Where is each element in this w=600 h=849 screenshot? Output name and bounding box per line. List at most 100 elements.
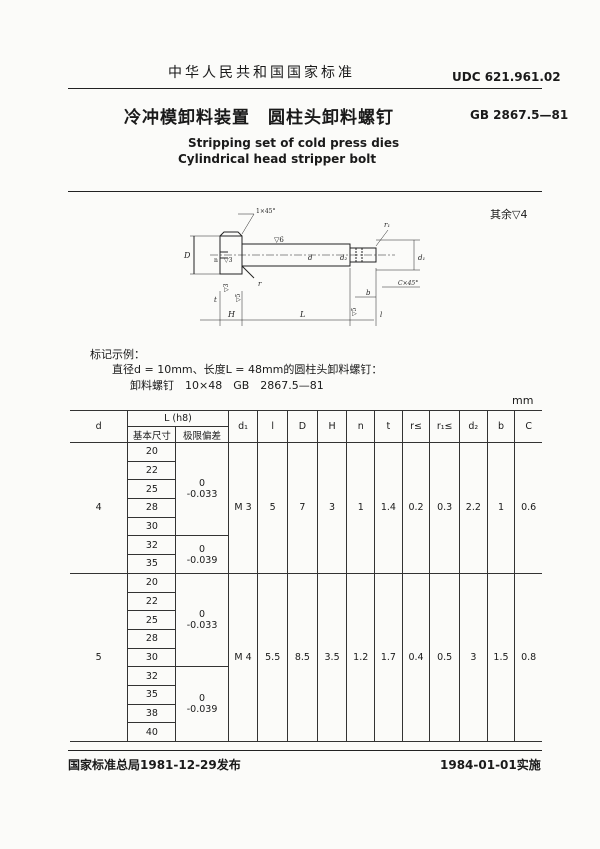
cell-L-nominal: 30 [127,647,177,668]
label-d2: d₂ [340,254,347,262]
effective-date: 1984-01-01实施 [440,758,541,772]
undercut-line [241,265,255,279]
label-D: D [183,251,191,260]
cell-L-nominal: 25 [127,610,177,630]
cell-b: 1.5 [486,572,516,743]
header-L-nominal: 基本尺寸 [127,426,177,443]
header-H: H [316,410,348,443]
header-d: d [70,410,129,443]
cell-d1: M 4 [227,572,259,743]
cell-L-nominal: 32 [127,666,177,686]
cell-C: 0.8 [514,572,542,743]
label-chamfer: 1×45° [256,208,275,215]
cell-L-nominal: 28 [127,628,177,649]
cell-L-tolerance: 0 -0.033 [175,441,229,537]
cell-L-nominal: 40 [127,722,177,742]
rest-roughness-note: 其余▽4 [490,208,528,221]
cell-C: 0.6 [514,442,542,574]
header-L-tolerance: 极限偏差 [175,426,229,443]
udc-number: UDC 621.961.02 [452,70,561,84]
header-d2: d₂ [459,410,488,443]
cell-d2: 2.2 [459,442,488,574]
document-title-cn: 冷冲模卸料装置 圆柱头卸料螺钉 [124,108,394,128]
marking-example-line1: 直径d = 10mm、长度L = 48mm的圆柱头卸料螺钉： [112,363,383,376]
header-n: n [346,410,376,443]
label-C: C×45° [398,280,418,287]
cell-l: 5 [257,442,289,574]
label-l: l [380,311,382,319]
label-t: t [214,296,217,304]
header-C: C [514,410,542,443]
document-title-en-2: Cylindrical head stripper bolt [178,152,377,166]
marking-example-line2: 卸料螺钉 10×48 GB 2867.5—81 [130,379,324,392]
cell-r1: 0.3 [429,442,461,574]
label-r1: r₁ [384,221,390,229]
label-r: r [258,280,262,288]
label-finish3b: ▽3 [223,283,230,292]
label-finish6: ▽6 [274,236,284,244]
label-d1: d₁ [418,254,425,262]
table-row: 38 [70,703,542,724]
issue-date: 国家标准总局1981-12-29发布 [68,758,241,772]
header-L: L (h8) [127,410,229,427]
cell-L-nominal: 20 [127,442,177,462]
cell-r: 0.4 [401,572,431,743]
cell-d2: 3 [459,572,488,743]
label-finish5b: ▽5 [351,307,358,316]
table-row: 40 [70,722,542,742]
cell-H: 3 [316,442,348,574]
header-r: r≤ [401,410,431,443]
label-n: n [214,257,218,264]
cell-d1: M 3 [227,442,259,574]
cell-L-tolerance: 0 -0.039 [175,535,229,574]
chamfer-leader [238,213,255,235]
cell-L-tolerance: 0 -0.039 [175,666,229,742]
label-d: d [308,254,313,262]
cell-L-nominal: 25 [127,479,177,500]
header-r1: r₁≤ [429,410,461,443]
stripper-bolt-drawing: 1×45° ▽6 D n ▽3 ▽3 ▽5 ▽5 r d d₂ d₁ r₁ b … [183,208,425,326]
header-d1: d₁ [227,410,259,443]
cell-L-nominal: 38 [127,703,177,724]
cell-r: 0.2 [401,442,431,574]
cell-L-nominal: 30 [127,516,177,537]
cell-t: 1.4 [374,442,403,574]
dimension-table: d L (h8) d₁ l D H n t r≤ r₁≤ d₂ b C 基本尺寸… [70,410,542,743]
cell-l: 5.5 [257,572,289,743]
cell-r1: 0.5 [429,572,461,743]
header-rule-top [68,88,542,89]
bolt-head [219,235,243,275]
cell-t: 1.7 [374,572,403,743]
r1-leader [375,229,389,247]
national-standard-heading: 中华人民共和国国家标准 [168,65,355,81]
cell-L-nominal: 35 [127,684,177,705]
marking-example-label: 标记示例： [90,348,145,361]
cell-D: 8.5 [287,572,318,743]
label-L: L [299,310,305,319]
cell-b: 1 [486,442,516,574]
unit-label: mm [512,394,534,407]
cell-L-nominal: 35 [127,554,177,574]
cell-L-nominal: 32 [127,535,177,556]
cell-H: 3.5 [316,572,348,743]
document-title-en-1: Stripping set of cold press dies [188,136,400,150]
header-b: b [486,410,516,443]
head-chamfer [219,231,243,237]
cell-L-nominal: 22 [127,591,177,612]
label-finish5a: ▽5 [235,293,242,302]
cell-L-tolerance: 0 -0.033 [175,572,229,668]
footer-rule [68,750,542,751]
cell-d: 5 [70,572,129,743]
header-l: l [257,410,289,443]
cell-L-nominal: 28 [127,498,177,518]
header-rule-bottom [68,191,542,192]
cell-n: 1 [346,442,376,574]
cell-d: 4 [70,442,129,574]
label-finish3a: ▽3 [224,257,233,264]
header-t: t [374,410,403,443]
cell-n: 1.2 [346,572,376,743]
